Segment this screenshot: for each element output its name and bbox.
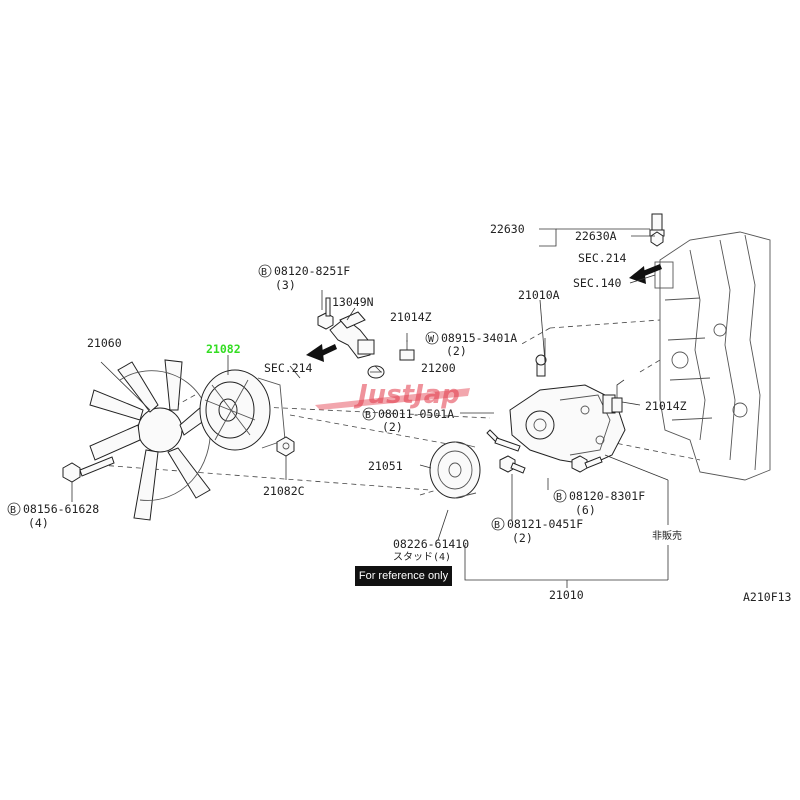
label-08156-61628: 08156-61628 [23,502,99,516]
fan-bolt [62,456,115,483]
label-qty-3: (3) [275,278,296,292]
circle-b-1: B [261,267,267,278]
water-pump [509,384,626,466]
reference-badge: For reference only [355,566,452,586]
label-13049n: 13049N [332,295,374,309]
label-08226-61410: 08226-61410 [393,537,469,551]
circle-b-4: B [556,492,562,503]
label-22630: 22630 [490,222,525,236]
label-diagram-code: A210F13 [743,590,792,604]
circle-b-2: B [365,410,371,421]
label-21082c: 21082C [263,484,305,498]
water-outlet [317,297,375,359]
label-qty-2b: (2) [382,420,403,434]
engine-block [654,231,771,481]
label-qty-4a: (4) [28,516,49,530]
label-21010: 21010 [549,588,584,602]
circle-b-3: B [10,505,16,516]
label-21060: 21060 [87,336,122,350]
label-08011-0501a: 08011-0501A [378,407,454,421]
label-21200: 21200 [421,361,456,375]
label-qty-2a: (2) [446,344,467,358]
circle-w: W [428,334,435,345]
thermostat [367,365,385,379]
label-qty-6: (6) [575,503,596,517]
fan-clutch [199,369,286,451]
label-21014z-top: 21014Z [390,310,432,324]
label-08121-0451f: 08121-0451F [507,517,583,531]
label-21010a: 21010A [518,288,560,302]
pump-bolts [499,354,603,474]
sensor-22630 [649,213,665,247]
label-sec140: SEC.140 [573,276,622,290]
pulley [429,441,481,499]
watermark-text: JustJap [353,380,460,410]
studs [486,429,521,452]
label-08120-8301f: 08120-8301F [569,489,645,503]
label-08120-8251f: 08120-8251F [274,264,350,278]
label-qty-2c: (2) [512,531,533,545]
label-21051: 21051 [368,459,403,473]
cooling-fan [89,359,223,521]
label-08915-3401a: 08915-3401A [441,331,517,345]
circle-b-5: B [494,520,500,531]
leader-lines [71,228,669,588]
label-sec214-left: SEC.214 [264,361,313,375]
label-not-for-sale: 非販売 [652,529,682,542]
label-21082-highlighted: 21082 [206,342,241,356]
circle-markers [7,264,567,531]
watermark-logo: JustJap [315,380,470,410]
label-stud: スタッド(4) [393,551,451,563]
sensor-21014z-mid [399,340,415,361]
label-21014z-right: 21014Z [645,399,687,413]
label-sec214-top: SEC.214 [578,251,627,265]
label-22630a: 22630A [575,229,617,243]
nut-21082c [276,436,295,457]
sensor-21014z-right [611,379,625,413]
